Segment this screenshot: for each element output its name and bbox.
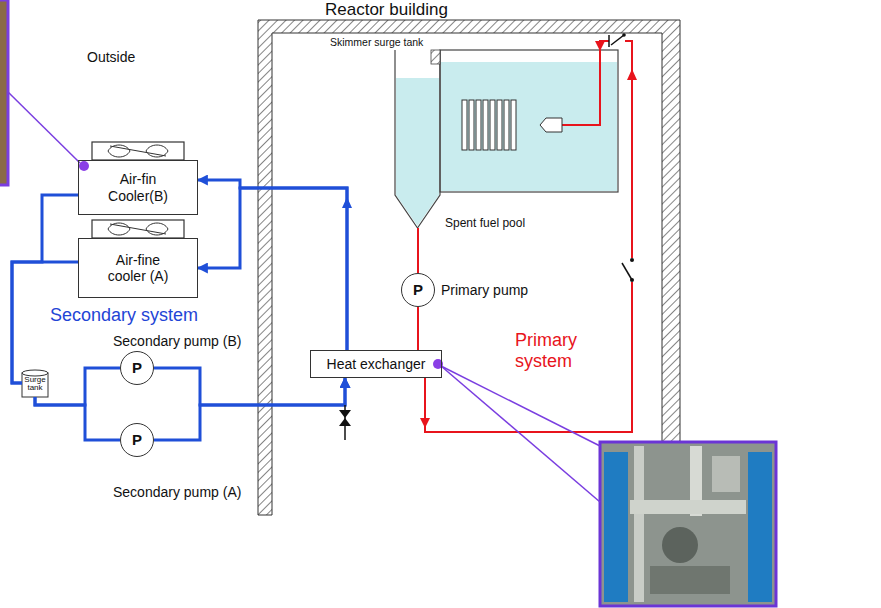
check-valve: [608, 35, 610, 47]
fuel-rack: [511, 100, 516, 150]
spent-fuel-pool-shape: [562, 50, 600, 125]
pipe-connector: [154, 368, 345, 405]
region-label: Outside: [87, 49, 135, 65]
pump-symbol: P: [132, 431, 142, 448]
spent-fuel-pool-shape: [440, 50, 618, 192]
check-valve: [622, 33, 626, 37]
cooler-fan: [92, 142, 184, 238]
callout-dot: [79, 161, 443, 369]
photo-inset: [712, 456, 740, 492]
pipe-connector: [35, 397, 120, 440]
photo-inset: [0, 0, 776, 606]
callout-dot: [79, 161, 89, 171]
tank-label: Skimmer surge tank: [330, 36, 423, 48]
skimmer-tank-shape: [395, 50, 440, 228]
system-label: Secondary system: [50, 305, 198, 326]
leader-line: [441, 366, 600, 502]
manual-valve: [622, 263, 632, 280]
tank-label: Surge tank: [22, 376, 48, 392]
fuel-rack: [469, 100, 474, 150]
pipe-connector: [154, 378, 345, 440]
spent-fuel-pool-shape: [441, 62, 617, 191]
cooler-label: Air-fin Cooler(B): [99, 171, 177, 203]
flow-arrowhead: [342, 69, 637, 428]
air-fin-cooler: Air-fine cooler (A): [78, 238, 198, 298]
pipe-connector: [35, 368, 120, 405]
surge-tank-cylinder: [22, 370, 48, 397]
skimmer-tank-shape: [395, 50, 440, 228]
surge-tank-cylinder: [22, 373, 48, 397]
photo-inset: [0, 0, 8, 185]
photo-inset: [634, 446, 644, 602]
pipe-connector: [198, 180, 347, 350]
cooler-fan: [108, 145, 168, 157]
cooler-fan: [110, 224, 166, 234]
skimmer-tank-shape: [431, 50, 440, 64]
fuel-rack: [497, 100, 502, 150]
pipe-connector: [417, 307, 419, 350]
photo-inset: [650, 566, 730, 594]
spent-fuel-pool-shape: [440, 50, 618, 192]
drain-valve: [339, 405, 351, 440]
flow-arrowhead: [342, 197, 352, 208]
flow-arrowhead: [627, 69, 637, 80]
secondary-pump: PSecondary pump (A): [120, 423, 154, 457]
leader-line: [8, 92, 600, 502]
pump-symbol: P: [413, 281, 423, 298]
photo-inset: [630, 500, 746, 514]
cooler-label: Air-fine cooler (A): [99, 252, 177, 284]
pool-label: Spent fuel pool: [445, 217, 525, 231]
photo-inset: [600, 442, 776, 606]
fuel-rack: [462, 100, 516, 150]
cooler-fan: [92, 142, 184, 160]
cooler-fan: [108, 223, 168, 235]
spent-fuel-pool: Spent fuel pool: [440, 50, 618, 192]
fuel-rack: [490, 100, 495, 150]
primary-pump: PPrimary pump: [401, 273, 435, 307]
secondary-pump: Secondary pump (B)P: [120, 351, 154, 385]
reactor-building: Reactor buildingSkimmer surge tankSpent …: [258, 20, 680, 515]
manual-valve: [627, 258, 637, 282]
air-fin-cooler: Air-fin Cooler(B): [78, 160, 198, 215]
pump-label: Primary pump: [441, 282, 528, 298]
photo-inset: [748, 452, 772, 602]
cooler-fan: [110, 146, 166, 156]
surge-tank: Surge tank: [22, 370, 48, 397]
flow-arrowhead: [420, 418, 430, 428]
check-valve: [611, 35, 624, 45]
cooler-fan: [92, 220, 184, 238]
fuel-rack: [462, 100, 467, 150]
pump-label: Secondary pump (B): [113, 333, 241, 349]
drain-valve: [339, 410, 351, 426]
box-label: Heat exchanger: [327, 356, 426, 372]
spent-fuel-pool-shape: [540, 118, 562, 132]
pipe-connector: [198, 188, 347, 350]
system-label: Primary system: [515, 330, 587, 371]
fuel-rack: [476, 100, 481, 150]
fuel-rack: [483, 100, 488, 150]
photo-inset: [662, 527, 698, 563]
skimmer-tank-shape: [396, 78, 439, 226]
fuel-rack: [504, 100, 509, 150]
pipe-connector: [417, 228, 419, 273]
pipe-connector: [12, 195, 78, 383]
skimmer-surge-tank: Skimmer surge tank: [395, 50, 440, 228]
check-valve: [609, 33, 626, 47]
pump-symbol: P: [132, 359, 142, 376]
pump-label: Secondary pump (A): [113, 484, 241, 500]
manual-valve: [630, 258, 634, 262]
photo-inset: [604, 452, 628, 602]
building-label: Reactor building: [325, 0, 448, 20]
manual-valve: [622, 258, 637, 282]
heat-exchanger: Heat exchanger: [310, 350, 442, 378]
leader-line: [8, 92, 80, 163]
